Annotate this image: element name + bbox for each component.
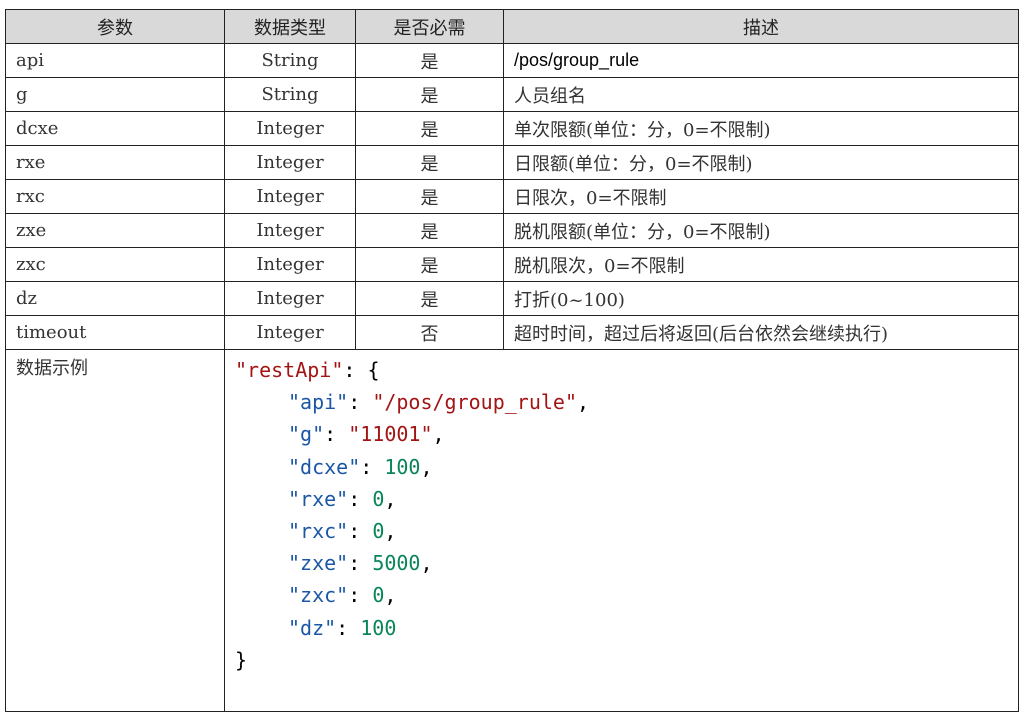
param-description: 日限次，0=不限制 bbox=[503, 179, 1019, 214]
param-type: Integer bbox=[224, 179, 356, 214]
param-required: 是 bbox=[355, 247, 504, 282]
code-comma: , bbox=[384, 486, 397, 511]
code-line: "rxc": 0, bbox=[288, 519, 397, 544]
code-open-brace: { bbox=[367, 358, 380, 382]
table-row: zxe Integer 是 脱机限额(单位：分，0=不限制) bbox=[5, 213, 1019, 248]
param-required: 是 bbox=[355, 111, 504, 146]
param-required: 否 bbox=[355, 315, 504, 350]
param-name: rxe bbox=[5, 145, 225, 180]
param-description: 打折(0~100) bbox=[503, 281, 1019, 316]
code-root-key: "restApi" bbox=[235, 358, 344, 382]
table-row: g String 是 人员组名 bbox=[5, 77, 1019, 112]
param-name: dz bbox=[5, 281, 225, 316]
code-line: "dz": 100 bbox=[288, 615, 397, 640]
param-type: Integer bbox=[224, 315, 356, 350]
header-type: 数据类型 bbox=[224, 9, 356, 44]
code-example: "restApi": { "api": "/pos/group_rule", "… bbox=[224, 349, 1019, 712]
code-comma: , bbox=[577, 390, 590, 415]
param-required: 是 bbox=[355, 281, 504, 316]
table-row: rxe Integer 是 日限额(单位：分，0=不限制) bbox=[5, 145, 1019, 180]
param-description: 单次限额(单位：分，0=不限制) bbox=[503, 111, 1019, 146]
param-name: g bbox=[5, 77, 225, 112]
code-key: "zxc" bbox=[288, 583, 349, 608]
code-comma: , bbox=[384, 519, 397, 544]
param-description: 脱机限次，0=不限制 bbox=[503, 247, 1019, 282]
code-comma: , bbox=[432, 422, 445, 447]
example-row: 数据示例 "restApi": { "api": "/pos/group_rul… bbox=[5, 349, 1019, 712]
table-row: zxc Integer 是 脱机限次，0=不限制 bbox=[5, 247, 1019, 282]
code-line: "zxe": 5000, bbox=[288, 551, 433, 576]
table-row: dz Integer 是 打折(0~100) bbox=[5, 281, 1019, 316]
param-type: Integer bbox=[224, 145, 356, 180]
header-param: 参数 bbox=[5, 9, 225, 44]
param-description: 超时时间，超过后将返回(后台依然会继续执行) bbox=[503, 315, 1019, 350]
param-type: Integer bbox=[224, 213, 356, 248]
code-value: "11001" bbox=[348, 422, 433, 447]
param-required: 是 bbox=[355, 179, 504, 214]
code-comma: , bbox=[384, 583, 397, 608]
code-value: 0 bbox=[372, 486, 385, 511]
code-line: "zxc": 0, bbox=[288, 583, 397, 608]
param-name: zxe bbox=[5, 213, 225, 248]
code-comma: , bbox=[420, 454, 433, 479]
parameter-table: 参数 数据类型 是否必需 描述 api String 是 /pos/group_… bbox=[5, 9, 1019, 712]
code-key: "dz" bbox=[288, 615, 337, 640]
code-value: 100 bbox=[360, 615, 397, 640]
code-line: "rxe": 0, bbox=[288, 486, 397, 511]
param-description: 人员组名 bbox=[503, 77, 1019, 112]
code-line: "dcxe": 100, bbox=[288, 454, 433, 479]
table-row: rxc Integer 是 日限次，0=不限制 bbox=[5, 179, 1019, 214]
code-value: 0 bbox=[372, 519, 385, 544]
header-required: 是否必需 bbox=[355, 9, 504, 44]
code-entries: "api": "/pos/group_rule", "g": "11001", … bbox=[235, 390, 589, 639]
table-header-row: 参数 数据类型 是否必需 描述 bbox=[5, 9, 1019, 44]
code-key: "dcxe" bbox=[288, 454, 361, 479]
param-type: String bbox=[224, 77, 356, 112]
param-type: Integer bbox=[224, 111, 356, 146]
code-key: "rxe" bbox=[288, 486, 349, 511]
param-name: rxc bbox=[5, 179, 225, 214]
table-row: timeout Integer 否 超时时间，超过后将返回(后台依然会继续执行) bbox=[5, 315, 1019, 350]
table-row: dcxe Integer 是 单次限额(单位：分，0=不限制) bbox=[5, 111, 1019, 146]
param-name: api bbox=[5, 43, 225, 78]
param-description: 脱机限额(单位：分，0=不限制) bbox=[503, 213, 1019, 248]
code-key: "g" bbox=[288, 422, 325, 447]
table-row: api String 是 /pos/group_rule bbox=[5, 43, 1019, 78]
code-key: "rxc" bbox=[288, 519, 349, 544]
code-close-brace: } bbox=[235, 647, 248, 672]
code-value: 100 bbox=[384, 454, 421, 479]
param-type: Integer bbox=[224, 247, 356, 282]
param-type: String bbox=[224, 43, 356, 78]
example-label: 数据示例 bbox=[5, 349, 225, 712]
param-description: /pos/group_rule bbox=[503, 43, 1019, 78]
param-description: 日限额(单位：分，0=不限制) bbox=[503, 145, 1019, 180]
code-value: 5000 bbox=[372, 551, 421, 576]
code-key: "api" bbox=[288, 390, 349, 415]
param-required: 是 bbox=[355, 77, 504, 112]
param-name: zxc bbox=[5, 247, 225, 282]
param-name: timeout bbox=[5, 315, 225, 350]
param-type: Integer bbox=[224, 281, 356, 316]
param-required: 是 bbox=[355, 213, 504, 248]
code-line: "api": "/pos/group_rule", bbox=[288, 390, 590, 415]
param-name: dcxe bbox=[5, 111, 225, 146]
param-required: 是 bbox=[355, 145, 504, 180]
code-key: "zxe" bbox=[288, 551, 349, 576]
header-description: 描述 bbox=[503, 9, 1019, 44]
code-line: "g": "11001", bbox=[288, 422, 445, 447]
code-value: "/pos/group_rule" bbox=[372, 390, 578, 415]
code-block: "restApi": { "api": "/pos/group_rule", "… bbox=[235, 358, 590, 672]
param-required: 是 bbox=[355, 43, 504, 78]
code-value: 0 bbox=[372, 583, 385, 608]
code-comma: , bbox=[420, 551, 433, 576]
